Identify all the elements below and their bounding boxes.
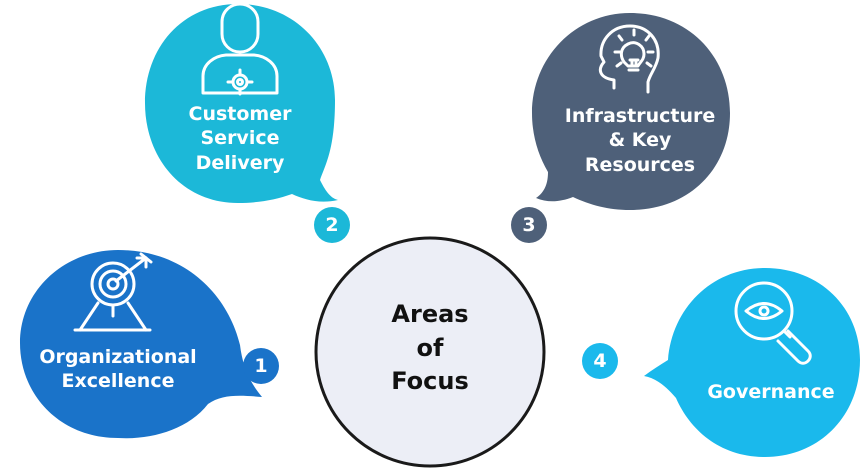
area-label-2-line-3: Delivery [195, 151, 285, 174]
head-lightbulb-icon [598, 24, 660, 94]
center-label: Areas of Focus [391, 298, 469, 399]
area-number-badge-3: 3 [511, 207, 547, 243]
person-gear-icon [201, 2, 279, 96]
area-bubble-2 [145, 4, 338, 203]
area-label-2: Customer Service Delivery [189, 102, 292, 175]
center-label-line-2: of [416, 333, 444, 362]
area-label-4: Governance [707, 380, 834, 404]
area-label-4-line-1: Governance [707, 381, 835, 403]
area-number-badge-1: 1 [243, 348, 279, 384]
center-label-line-3: Focus [391, 367, 469, 396]
area-bubble-4 [644, 268, 860, 457]
area-label-2-line-2: Service [200, 127, 280, 150]
area-label-3-line-3: Resources [584, 153, 696, 176]
area-label-3-line-1: Infrastructure [564, 105, 716, 127]
area-bubble-1 [20, 250, 262, 439]
area-label-1-line-2: Excellence [61, 370, 175, 393]
magnifier-eye-icon [734, 281, 812, 365]
area-label-3: Infrastructure & Key Resources [565, 104, 715, 177]
area-number-badge-4: 4 [582, 343, 618, 379]
area-number-badge-2: 2 [314, 207, 350, 243]
center-label-line-1: Areas [391, 300, 469, 328]
area-label-2-line-1: Customer [188, 103, 292, 125]
area-label-1: Organizational Excellence [39, 345, 196, 394]
area-label-1-line-1: Organizational [39, 346, 197, 368]
center-circle [314, 236, 546, 468]
area-bubble-3 [532, 13, 730, 210]
area-label-3-line-2: & Key [608, 129, 672, 152]
target-arrow-icon [73, 252, 153, 332]
